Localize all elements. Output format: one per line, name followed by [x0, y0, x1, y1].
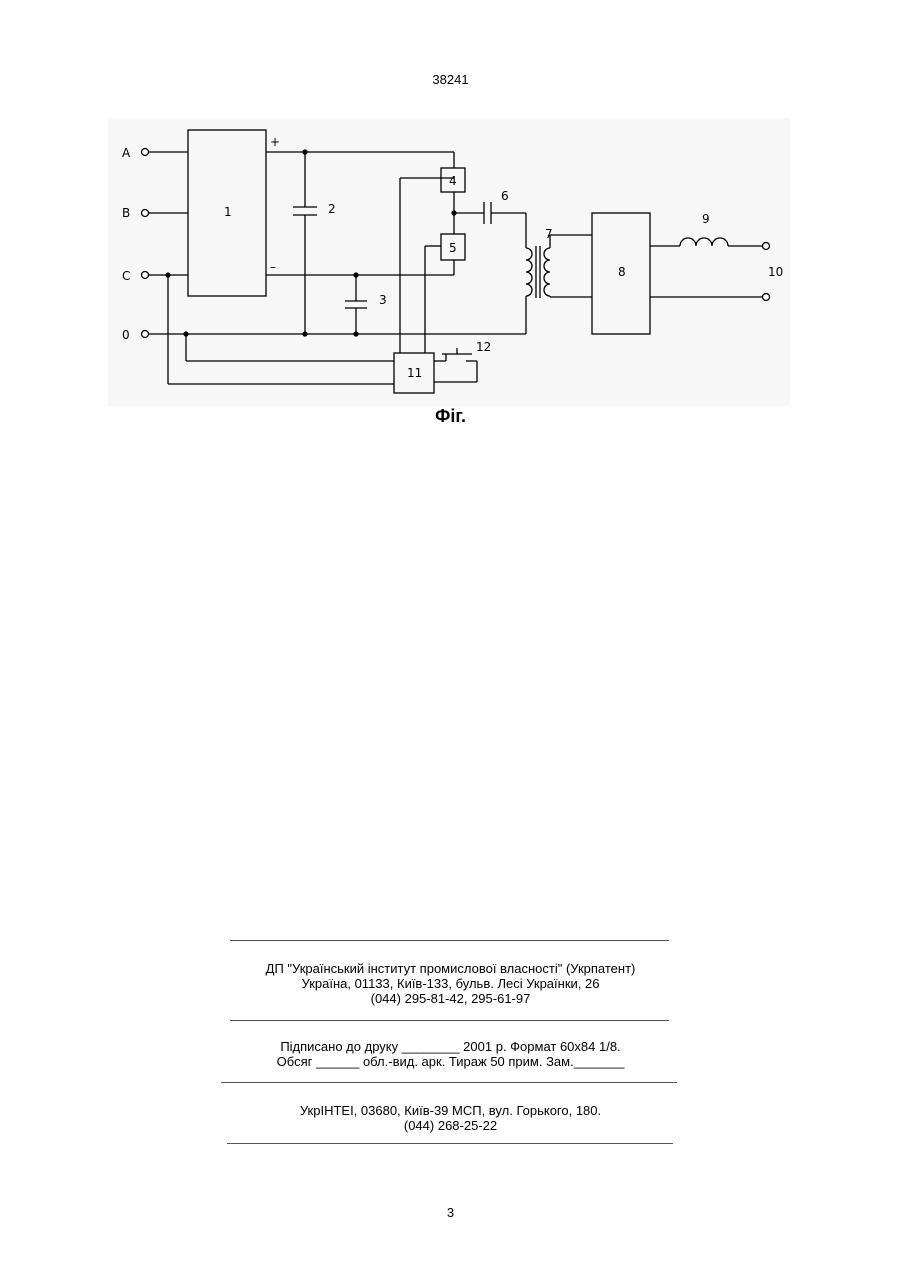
- capacitor-2: 2: [293, 150, 336, 336]
- printer-block: УкрІНТЕІ, 03680, Київ-39 МСП, вул. Горьк…: [0, 1103, 901, 1133]
- printer-address: УкрІНТЕІ, 03680, Київ-39 МСП, вул. Горьк…: [0, 1103, 901, 1118]
- svg-text:10: 10: [768, 265, 783, 279]
- inductor-9: 9: [650, 212, 762, 297]
- svg-text:1: 1: [224, 205, 232, 219]
- svg-text:0: 0: [122, 328, 130, 342]
- capacitor-6: 6: [454, 189, 526, 224]
- printer-phone: (044) 268-25-22: [0, 1118, 901, 1133]
- capacitor-3: 3: [345, 273, 387, 336]
- print-info-block: Підписано до друку ________ 2001 р. Форм…: [0, 1039, 901, 1069]
- svg-text:8: 8: [618, 265, 626, 279]
- transformer-7: 7: [526, 213, 592, 334]
- terminal-a: A: [122, 146, 188, 160]
- publisher-name: ДП "Український інститут промислової вла…: [0, 961, 901, 976]
- svg-text:12: 12: [476, 340, 491, 354]
- svg-text:C: C: [122, 269, 130, 283]
- svg-text:9: 9: [702, 212, 710, 226]
- plus-sign: +: [270, 135, 280, 149]
- minus-sign: –: [270, 260, 276, 274]
- document-number: 38241: [0, 72, 901, 87]
- terminal-0: 0: [122, 328, 526, 342]
- publisher-block: ДП "Український інститут промислової вла…: [0, 961, 901, 1006]
- print-signed: Підписано до друку ________ 2001 р. Форм…: [0, 1039, 901, 1054]
- page-number: 3: [0, 1205, 901, 1220]
- block-8: 8: [592, 213, 650, 334]
- output-terminals-10: 10: [763, 243, 784, 301]
- svg-text:7: 7: [545, 227, 553, 241]
- terminal-c: C: [122, 269, 188, 283]
- divider: [227, 1143, 673, 1144]
- switch-12: 12: [434, 340, 491, 382]
- svg-text:11: 11: [407, 366, 422, 380]
- svg-text:A: A: [122, 146, 131, 160]
- divider: [230, 1020, 669, 1021]
- divider: [230, 940, 669, 941]
- divider: [221, 1082, 677, 1083]
- figure-caption: Фіг.: [0, 406, 901, 427]
- print-volume: Обсяг ______ обл.-вид. арк. Тираж 50 при…: [0, 1054, 901, 1069]
- block-1: 1: [188, 130, 266, 296]
- publisher-phone: (044) 295-81-42, 295-61-97: [0, 991, 901, 1006]
- block-11: 11: [394, 353, 434, 393]
- terminal-b: B: [122, 206, 188, 220]
- circuit-diagram: A B C 0 1 + –: [108, 118, 790, 406]
- block-4: 4: [441, 168, 465, 192]
- svg-text:6: 6: [501, 189, 509, 203]
- svg-text:4: 4: [449, 174, 457, 188]
- svg-text:5: 5: [449, 241, 457, 255]
- svg-text:3: 3: [379, 293, 387, 307]
- svg-text:B: B: [122, 206, 130, 220]
- publisher-address: Україна, 01133, Київ-133, бульв. Лесі Ук…: [0, 976, 901, 991]
- block-5: 5: [441, 234, 465, 260]
- svg-text:2: 2: [328, 202, 336, 216]
